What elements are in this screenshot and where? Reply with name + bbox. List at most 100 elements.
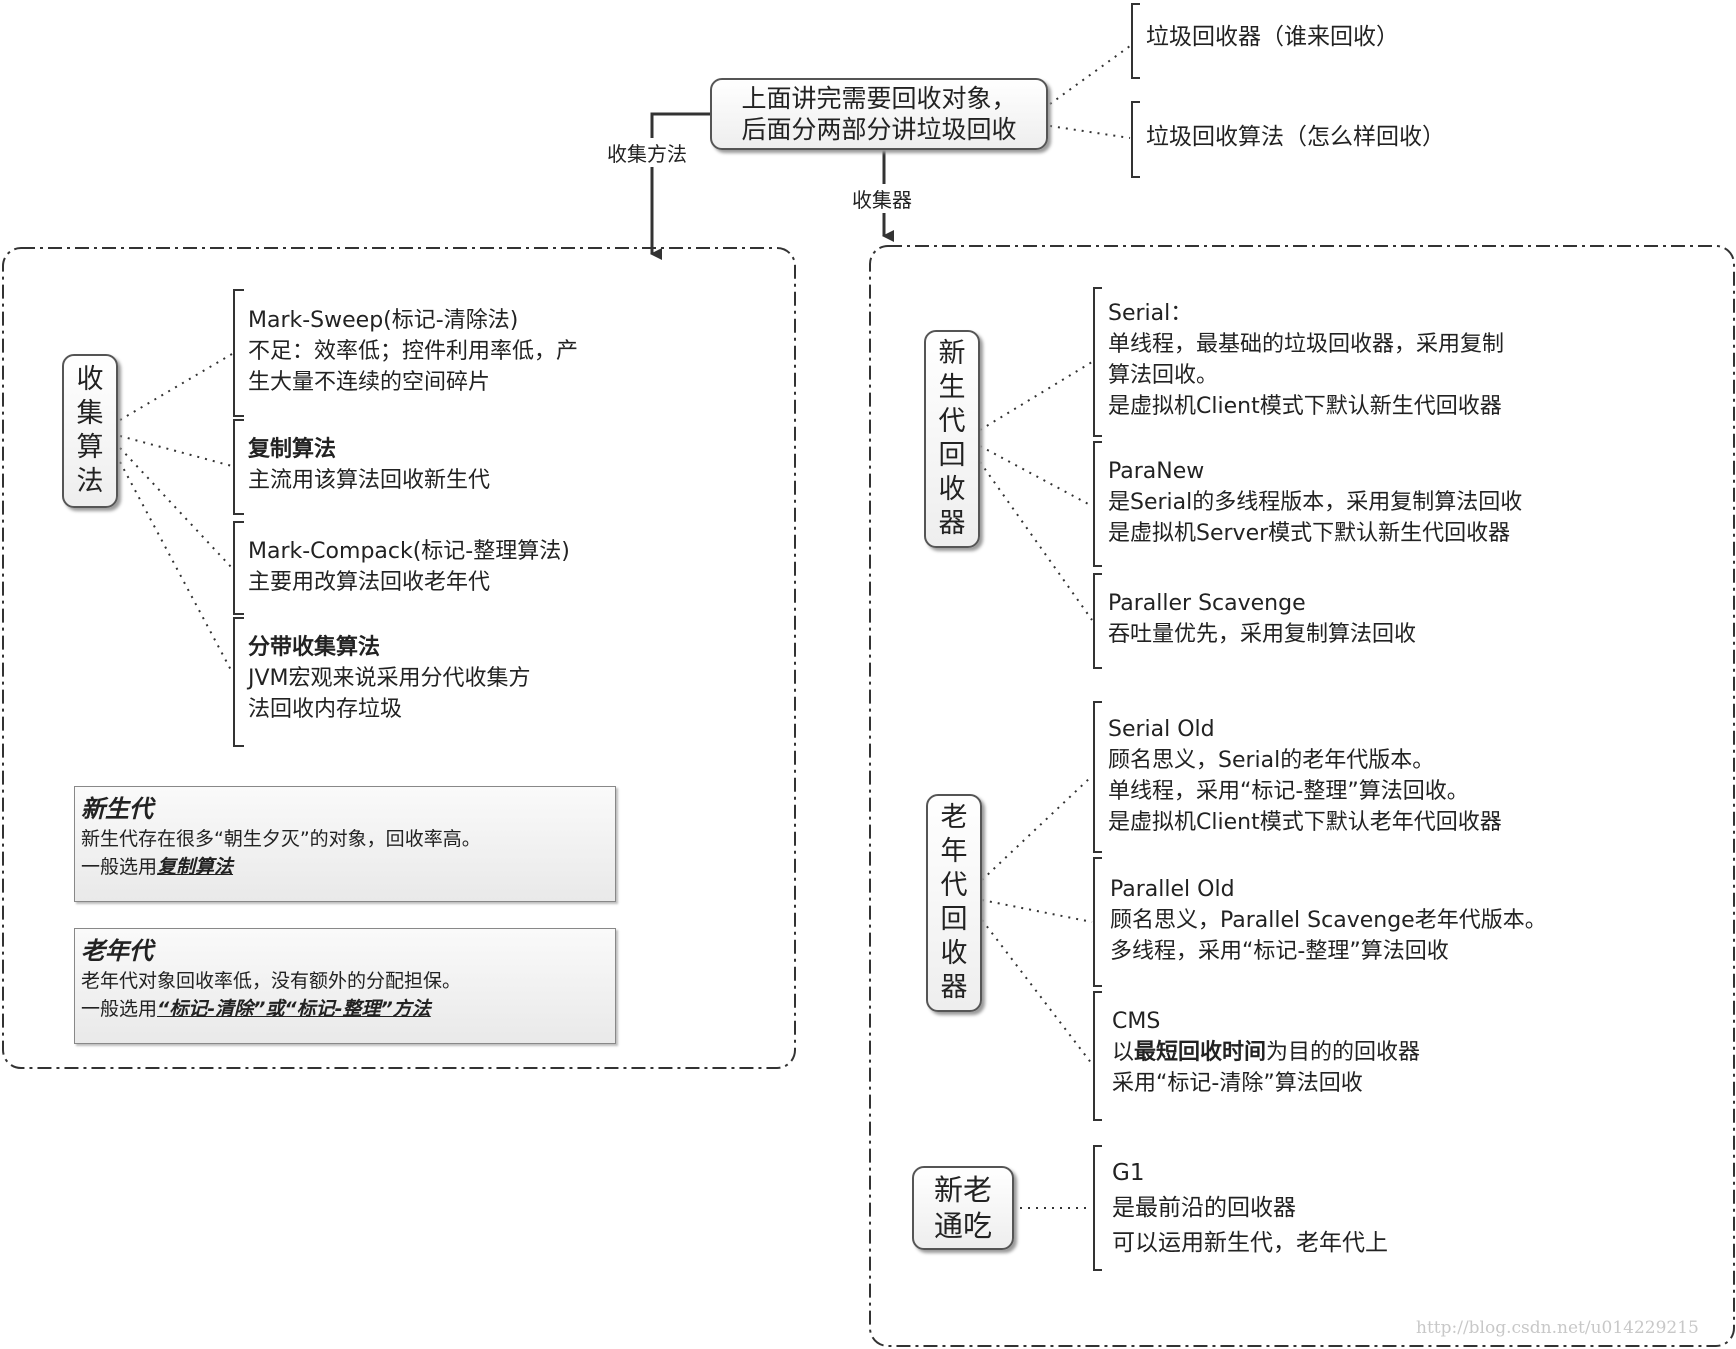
- note-line: 一般选用“标记-清除”或“标记-整理”方法: [81, 995, 609, 1023]
- algorithm-title: 复制算法: [248, 437, 337, 462]
- dotted-young-1: [979, 361, 1093, 431]
- collector-title: Serial：: [1108, 301, 1193, 326]
- collector-title: G1: [1112, 1160, 1145, 1186]
- algorithm-title: 分带收集算法: [248, 635, 381, 660]
- algorithm-generational: 分带收集算法 JVM宏观来说采用分代收集方 法回收内存垃圾: [248, 632, 531, 725]
- collector-line: 多线程，采用“标记-整理”算法回收: [1110, 939, 1449, 964]
- category-char: 器: [938, 508, 966, 539]
- note-prefix: 一般选用: [81, 856, 158, 878]
- bracket-who: [1131, 3, 1140, 79]
- algorithm-mark-sweep: Mark-Sweep(标记-清除法) 不足：效率低；控件利用率低，产 生大量不连…: [248, 305, 578, 398]
- algorithm-line: 法回收内存垃圾: [248, 697, 403, 722]
- dotted-old-3: [981, 919, 1093, 1065]
- collector-cms: CMS 以最短回收时间为目的的回收器 采用“标记-清除”算法回收: [1112, 1006, 1420, 1099]
- collector-line: 吞吐量优先，采用复制算法回收: [1108, 622, 1417, 647]
- method-connector: [650, 112, 710, 260]
- note-line: 一般选用复制算法: [81, 853, 609, 881]
- collector-line: 可以运用新生代，老年代上: [1112, 1230, 1388, 1256]
- category-char: 年: [940, 836, 968, 867]
- category-char: 老: [940, 802, 968, 833]
- collector-line: 采用“标记-清除”算法回收: [1112, 1071, 1363, 1096]
- category-both-generations: 新老 通吃: [912, 1166, 1014, 1250]
- bracket-alg-3: [233, 521, 244, 615]
- center-node: 上面讲完需要回收对象， 后面分两部分讲垃圾回收: [710, 78, 1048, 150]
- bracket-old-2: [1093, 857, 1102, 987]
- collector-serial-old: Serial Old 顾名思义，Serial的老年代版本。 单线程，采用“标记-…: [1108, 714, 1502, 838]
- bracket-young-2: [1093, 441, 1102, 567]
- dotted-alg-2: [119, 435, 233, 467]
- algorithm-how-label: 垃圾回收算法（怎么样回收）: [1146, 124, 1445, 150]
- algorithm-line: 主要用改算法回收老年代: [248, 570, 491, 595]
- collector-line: 以最短回收时间为目的的回收器: [1112, 1037, 1420, 1068]
- note-line: 新生代存在很多“朝生夕灭”的对象，回收率高。: [81, 828, 481, 850]
- collector-who-label: 垃圾回收器（谁来回收）: [1146, 24, 1399, 50]
- algorithm-line: JVM宏观来说采用分代收集方: [248, 666, 531, 691]
- algorithm-title: Mark-Compack(标记-整理算法): [248, 539, 570, 564]
- dotted-old-1: [981, 775, 1093, 881]
- note-emphasis: “标记-清除”或“标记-整理”方法: [157, 998, 431, 1020]
- category-char: 回: [938, 440, 966, 471]
- collector-line: 单线程，采用“标记-整理”算法回收。: [1108, 779, 1469, 804]
- collector-line: 顾名思义，Serial的老年代版本。: [1108, 748, 1435, 773]
- collector-parallel-old: Parallel Old 顾名思义，Parallel Scavenge老年代版本…: [1110, 874, 1547, 967]
- note-emphasis: 复制算法: [157, 856, 234, 878]
- edge-label-collector: 收集器: [852, 184, 912, 213]
- bracket-alg-1: [233, 289, 244, 417]
- category-char: 收: [940, 938, 968, 969]
- dotted-who: [1049, 45, 1131, 105]
- collector-title: Paraller Scavenge: [1108, 591, 1306, 616]
- collector-line: 是Serial的多线程版本，采用复制算法回收: [1108, 490, 1523, 515]
- algorithm-line: 不足：效率低；控件利用率低，产: [248, 339, 579, 364]
- category-collect-algorithms: 收 集 算 法: [62, 354, 118, 508]
- collector-line: 是最前沿的回收器: [1112, 1195, 1296, 1221]
- category-char: 收: [938, 474, 966, 505]
- cms-suffix: 为目的的回收器: [1266, 1040, 1421, 1065]
- bracket-young-1: [1093, 287, 1102, 437]
- category-char: 代: [938, 406, 966, 437]
- collector-line: 是虚拟机Client模式下默认新生代回收器: [1108, 394, 1502, 419]
- dotted-young-3: [979, 461, 1093, 621]
- category-char: 收: [76, 364, 104, 395]
- algorithm-line: 生大量不连续的空间碎片: [248, 370, 491, 395]
- collector-serial: Serial： 单线程，最基础的垃圾回收器，采用复制 算法回收。 是虚拟机Cli…: [1108, 298, 1504, 422]
- category-char: 器: [940, 972, 968, 1003]
- collector-title: Parallel Old: [1110, 877, 1235, 902]
- left-panel-border: [2, 247, 796, 1069]
- category-char: 回: [940, 904, 968, 935]
- cms-prefix: 以: [1112, 1040, 1135, 1065]
- category-char: 生: [938, 372, 966, 403]
- category-char: 新: [938, 338, 966, 369]
- bracket-alg-4: [233, 617, 244, 747]
- bracket-how: [1131, 101, 1140, 178]
- watermark: http://blog.csdn.net/u014229215: [1416, 1318, 1699, 1338]
- category-line: 通吃: [933, 1209, 992, 1243]
- dotted-how: [1049, 125, 1131, 139]
- category-char: 集: [76, 398, 104, 429]
- collector-paranew: ParaNew 是Serial的多线程版本，采用复制算法回收 是虚拟机Serve…: [1108, 456, 1522, 549]
- collector-line: 是虚拟机Server模式下默认新生代回收器: [1108, 521, 1511, 546]
- algorithm-line: 主流用该算法回收新生代: [248, 468, 491, 493]
- dotted-alg-4: [119, 461, 233, 673]
- note-title: 老年代: [81, 936, 153, 965]
- collector-title: CMS: [1112, 1009, 1161, 1034]
- right-panel-border: [869, 245, 1735, 1347]
- collector-parallel-scavenge: Paraller Scavenge 吞吐量优先，采用复制算法回收: [1108, 588, 1416, 650]
- collector-line: 是虚拟机Client模式下默认老年代回收器: [1108, 810, 1502, 835]
- note-prefix: 一般选用: [81, 998, 158, 1020]
- category-char: 代: [940, 870, 968, 901]
- dotted-alg-3: [119, 447, 233, 569]
- cms-bold: 最短回收时间: [1134, 1040, 1267, 1065]
- note-old-generation: 老年代 老年代对象回收率低，没有额外的分配担保。 一般选用“标记-清除”或“标记…: [74, 928, 616, 1044]
- dotted-alg-1: [119, 353, 233, 421]
- bracket-alg-2: [233, 419, 244, 515]
- algorithm-title: Mark-Sweep(标记-清除法): [248, 308, 519, 333]
- category-char: 法: [76, 466, 104, 497]
- category-young-collectors: 新 生 代 回 收 器: [924, 330, 980, 548]
- note-line: 老年代对象回收率低，没有额外的分配担保。: [81, 970, 462, 992]
- dotted-old-2: [981, 899, 1093, 923]
- collector-g1: G1 是最前沿的回收器 可以运用新生代，老年代上: [1112, 1156, 1388, 1261]
- collector-line: 单线程，最基础的垃圾回收器，采用复制: [1108, 332, 1505, 357]
- bracket-old-3: [1093, 991, 1102, 1121]
